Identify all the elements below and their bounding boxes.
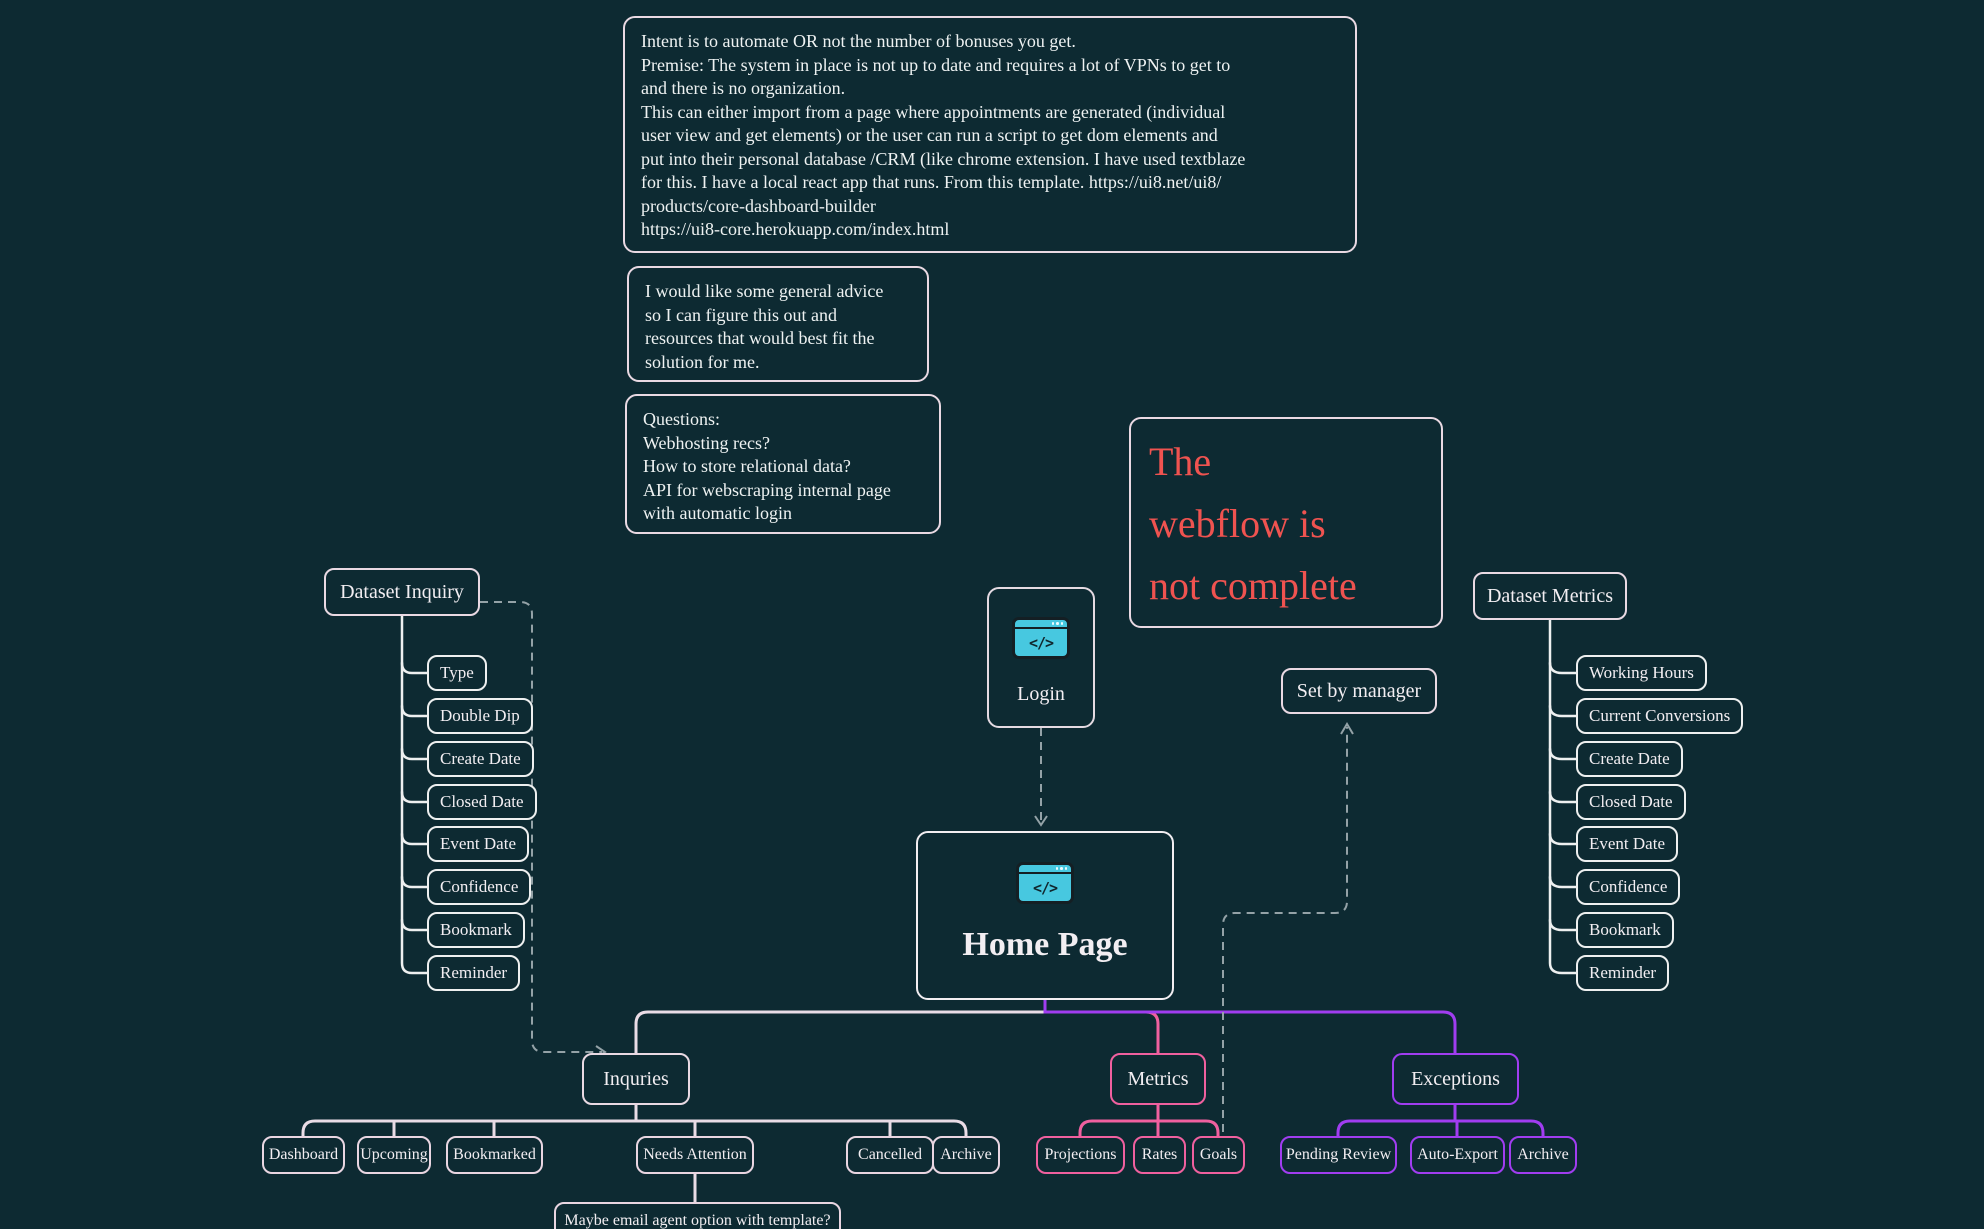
dataset-metrics-child-confidence[interactable]: Confidence [1576,869,1681,905]
set-by-manager-node[interactable]: Set by manager [1281,668,1437,714]
code-glyph: </> [1028,633,1054,652]
dataset-metrics-child-reminder[interactable]: Reminder [1576,955,1670,991]
login-node[interactable]: </> Login [987,587,1095,728]
inquiries-child-bookmarked[interactable]: Bookmarked [446,1136,543,1174]
dataset-inquiry-node[interactable]: Dataset Inquiry [324,568,480,616]
dataset-metrics-branch-lines [1548,618,1578,975]
connector-home-to-metrics [1043,1000,1160,1053]
dataset-inquiry-child-bookmark[interactable]: Bookmark [427,912,525,948]
dataset-metrics-child-closed-date[interactable]: Closed Date [1576,784,1686,820]
browser-dot [1056,622,1059,625]
dataset-metrics-child-event-date[interactable]: Event Date [1576,826,1678,862]
inquiries-children-rail [301,1105,968,1202]
questions-note[interactable]: Questions: Webhosting recs? How to store… [625,394,941,534]
login-label: Login [1017,683,1065,705]
browser-dot [1055,867,1058,870]
dataset-inquiry-child-type[interactable]: Type [427,655,487,691]
inquiries-node[interactable]: Inquries [582,1053,690,1105]
dataset-inquiry-child-double-dip[interactable]: Double Dip [427,698,533,734]
dataset-inquiry-branch-lines [400,614,429,975]
dataset-metrics-child-working-hours[interactable]: Working Hours [1576,655,1707,691]
home-page-label: Home Page [962,926,1128,963]
dashed-login-to-home [1034,728,1048,827]
exceptions-child-archive[interactable]: Archive [1509,1136,1577,1174]
inquiries-child-archive[interactable]: Archive [932,1136,1000,1174]
browser-dot [1060,867,1063,870]
inquiries-child-upcoming[interactable]: Upcoming [357,1136,431,1174]
dataset-inquiry-child-create-date[interactable]: Create Date [427,741,534,777]
browser-titlebar [1019,865,1071,874]
code-glyph: </> [1032,878,1058,897]
browser-dot [1064,867,1067,870]
inquiries-child-needs-attention[interactable]: Needs Attention [636,1136,754,1174]
metrics-node[interactable]: Metrics [1110,1053,1206,1105]
email-agent-note[interactable]: Maybe email agent option with template? [554,1202,841,1229]
code-browser-icon: </> [1012,617,1070,659]
dataset-inquiry-child-closed-date[interactable]: Closed Date [427,784,537,820]
code-browser-icon: </> [1016,862,1074,904]
metrics-children-rail [1078,1105,1220,1136]
intent-note[interactable]: Intent is to automate OR not the number … [623,16,1357,253]
home-page-node[interactable]: </> Home Page [916,831,1174,1000]
exceptions-child-pending-review[interactable]: Pending Review [1280,1136,1397,1174]
dataset-metrics-node[interactable]: Dataset Metrics [1473,572,1627,620]
dataset-inquiry-child-confidence[interactable]: Confidence [427,869,532,905]
dataset-metrics-child-current-conversions[interactable]: Current Conversions [1576,698,1744,734]
browser-dot [1060,622,1063,625]
webflow-warning-note[interactable]: The webflow is not complete [1129,417,1443,628]
exceptions-child-auto-export[interactable]: Auto-Export [1410,1136,1505,1174]
metrics-child-goals[interactable]: Goals [1192,1136,1245,1174]
inquiries-child-dashboard[interactable]: Dashboard [262,1136,345,1174]
exceptions-children-rail [1336,1105,1545,1136]
metrics-child-projections[interactable]: Projections [1036,1136,1125,1174]
advice-note[interactable]: I would like some general advice so I ca… [627,266,929,382]
dataset-inquiry-child-event-date[interactable]: Event Date [427,826,529,862]
dataset-metrics-child-bookmark[interactable]: Bookmark [1576,912,1674,948]
connector-home-to-inquiries [634,1000,1047,1053]
browser-dot [1051,622,1054,625]
connector-home-to-exceptions [1043,1000,1457,1053]
exceptions-node[interactable]: Exceptions [1392,1053,1519,1105]
metrics-child-rates[interactable]: Rates [1133,1136,1186,1174]
browser-titlebar [1015,620,1067,629]
dashed-goals-to-set-by-manager [1222,722,1354,1132]
dataset-metrics-child-create-date[interactable]: Create Date [1576,741,1683,777]
inquiries-child-cancelled[interactable]: Cancelled [846,1136,934,1174]
dataset-inquiry-child-reminder[interactable]: Reminder [427,955,521,991]
